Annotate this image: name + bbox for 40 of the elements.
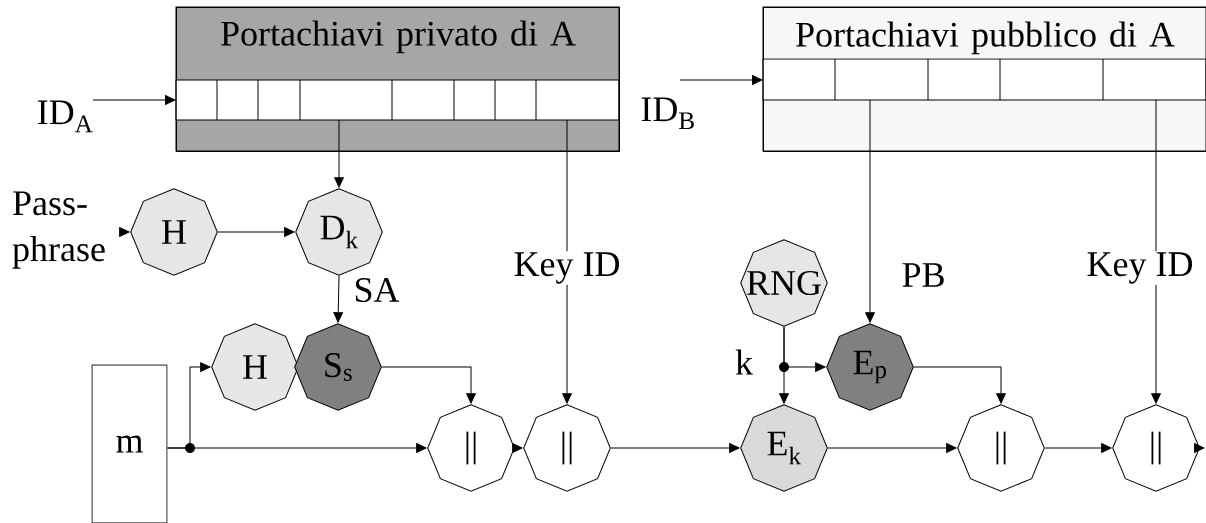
arrow [1193,443,1205,453]
arrow [92,95,176,105]
arrow [610,443,740,453]
arrow [167,443,427,453]
hash-octagon: H [211,323,299,411]
arrow [1044,443,1112,453]
edge-label: Key ID [1085,251,1195,285]
message-box: m [91,364,168,523]
arrow [562,119,572,404]
arrow [118,227,130,237]
arrow [511,443,523,453]
edge-label: PB [900,262,947,288]
keyring-table: Portachiavi pubblico di A [762,6,1206,152]
concat-octagon: || [957,404,1045,492]
arrow [381,366,476,404]
edge-label: k [734,348,754,376]
sign-octagon: S$_{s}$ [294,323,382,411]
arrow [827,443,957,453]
concat-octagon: || [427,404,515,492]
arrow [1151,99,1161,404]
arrow [913,366,1006,404]
arrow [865,99,875,323]
arrow [679,75,763,85]
arrow [334,119,344,188]
arrow [333,275,344,323]
id-label: ID$_{A}$ [37,100,93,133]
encrypt-octagon: E$_{p}$ [826,323,914,411]
edge-label: Key ID [512,251,622,285]
id-label: ID$_{B}$ [641,97,694,130]
edge-label: SA [352,276,401,304]
input-label: Pass- phrase [12,191,105,269]
generator-octagon: RNG [740,239,828,327]
keyring-table: Portachiavi privato di A [175,6,620,152]
encrypt-octagon: E$_{k}$ [740,404,828,492]
hash-octagon: H [130,188,218,276]
concat-octagon: || [1112,404,1200,492]
arrow [779,326,789,404]
arrow [217,227,295,237]
decrypt-octagon: D$_{k}$ [295,188,383,276]
concat-octagon: || [523,404,611,492]
